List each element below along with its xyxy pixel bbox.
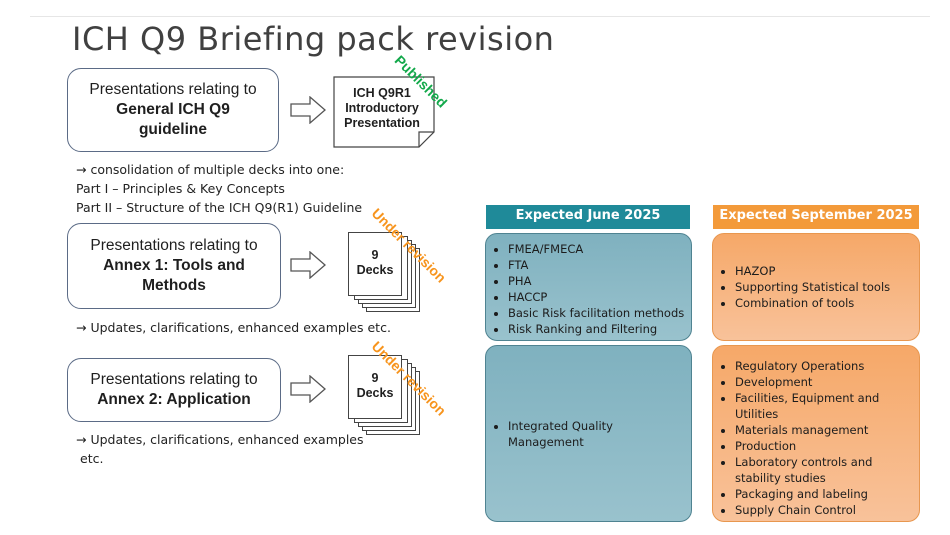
june-application-box: Integrated Quality Management [485,345,692,522]
box-line-3: guideline [138,121,208,138]
deck-stack-icon [348,232,420,312]
deck-label: 9 Decks [348,355,402,417]
list-item: Materials management [735,422,913,438]
box-line-1: Presentations relating to [89,81,257,98]
note-line: → Updates, clarifications, enhanced exam… [76,432,364,447]
september-tools-list: HAZOP Supporting Statistical tools Combi… [713,263,890,311]
box-line-1: Presentations relating to [90,371,258,388]
list-item: Laboratory controls and stability studie… [735,454,913,486]
row3-notes: → Updates, clarifications, enhanced exam… [76,430,364,468]
box-line-3: Methods [142,277,206,294]
september-tools-box: HAZOP Supporting Statistical tools Combi… [712,233,920,341]
list-item: Risk Ranking and Filtering [508,321,691,337]
deck-count: 9 [371,371,379,385]
june-tools-list: FMEA/FMECA FTA PHA HACCP Basic Risk faci… [486,241,691,337]
list-item: Packaging and labeling [735,486,913,502]
row1-notes: → consolidation of multiple decks into o… [76,160,362,217]
september-application-box: Regulatory Operations Development Facili… [712,345,920,522]
slide-title: ICH Q9 Briefing pack revision [72,20,555,58]
deck-word: Decks [356,263,394,277]
deck-word: Decks [356,386,394,400]
list-item: PHA [508,273,691,289]
general-ich-q9-box: Presentations relating to General ICH Q9… [67,68,279,152]
box-line-1: Presentations relating to [90,237,258,254]
doc-line-2: Introductory [345,100,419,115]
list-item: Production [735,438,913,454]
intro-presentation-label: ICH Q9R1 Introductory Presentation [336,80,428,136]
list-item: Facilities, Equipment and Utilities [735,390,913,422]
list-item: FMEA/FMECA [508,241,691,257]
note-line: → consolidation of multiple decks into o… [76,162,345,177]
list-item: FTA [508,257,691,273]
list-item: HAZOP [735,263,890,279]
right-arrow-icon [290,96,326,124]
june-tools-box: FMEA/FMECA FTA PHA HACCP Basic Risk faci… [485,233,692,341]
box-line-2: General ICH Q9 [116,101,230,118]
list-item: Regulatory Operations [735,358,913,374]
deck-label: 9 Decks [348,232,402,294]
deck-count: 9 [371,248,379,262]
june-application-list: Integrated Quality Management [486,418,691,450]
list-item: Supporting Statistical tools [735,279,890,295]
right-arrow-icon [290,251,326,279]
annex2-box: Presentations relating to Annex 2: Appli… [67,358,281,422]
box-line-2: Annex 1: Tools and [103,257,245,274]
right-arrow-icon [290,375,326,403]
expected-june-header: Expected June 2025 [486,205,690,229]
note-line: Part II – Structure of the ICH Q9(R1) Gu… [76,200,363,215]
list-item: Basic Risk facilitation methods [508,305,691,321]
row2-notes: → Updates, clarifications, enhanced exam… [76,318,391,337]
top-divider [30,16,930,17]
list-item: Supply Chain Control [735,502,913,518]
note-line: → Updates, clarifications, enhanced exam… [76,320,391,335]
list-item: Development [735,374,913,390]
september-application-list: Regulatory Operations Development Facili… [713,358,919,518]
expected-september-header: Expected September 2025 [713,205,919,229]
list-item: Combination of tools [735,295,890,311]
annex1-box: Presentations relating to Annex 1: Tools… [67,223,281,309]
doc-line-3: Presentation [344,115,420,130]
document-icon [333,76,435,148]
deck-stack-icon [348,355,420,435]
note-line: etc. [80,451,104,466]
list-item: HACCP [508,289,691,305]
box-line-2: Annex 2: Application [97,391,251,408]
list-item: Integrated Quality Management [508,418,691,450]
note-line: Part I – Principles & Key Concepts [76,181,285,196]
doc-line-1: ICH Q9R1 [353,85,411,100]
